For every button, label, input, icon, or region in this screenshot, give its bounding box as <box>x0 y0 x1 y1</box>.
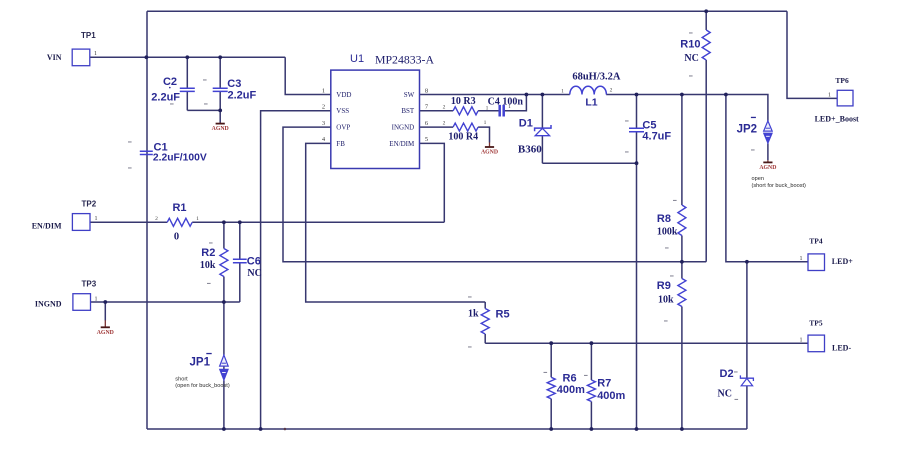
svg-text:INGND: INGND <box>392 124 415 132</box>
svg-text:AGND: AGND <box>759 165 776 171</box>
svg-text:4.7uF: 4.7uF <box>642 131 671 143</box>
svg-text:68uH/3.2A: 68uH/3.2A <box>572 71 621 82</box>
svg-text:BST: BST <box>401 107 415 115</box>
svg-text:JP1: JP1 <box>190 357 211 369</box>
svg-text:TP4: TP4 <box>809 237 823 246</box>
svg-text:LED+: LED+ <box>832 257 853 266</box>
svg-text:AGND: AGND <box>97 330 114 336</box>
svg-text:AGND: AGND <box>212 126 229 132</box>
svg-text:400m: 400m <box>597 390 625 402</box>
svg-text:C1: C1 <box>154 142 168 154</box>
svg-text:LED-: LED- <box>832 343 851 352</box>
svg-text:2.2uF/100V: 2.2uF/100V <box>153 153 207 164</box>
svg-text:LED+_Boost: LED+_Boost <box>815 115 859 124</box>
svg-text:1: 1 <box>561 89 564 95</box>
svg-text:8: 8 <box>425 87 428 94</box>
svg-text:JP2: JP2 <box>737 124 757 136</box>
svg-text:R8: R8 <box>657 213 671 225</box>
svg-text:C4 100n: C4 100n <box>488 97 524 108</box>
svg-text:1: 1 <box>95 296 98 302</box>
svg-text:100 R4: 100 R4 <box>448 131 478 142</box>
svg-text:2: 2 <box>443 105 446 111</box>
svg-text:7: 7 <box>425 104 429 111</box>
svg-text:(open for buck_boost): (open for buck_boost) <box>175 383 230 389</box>
svg-text:3: 3 <box>322 120 325 127</box>
svg-text:NC: NC <box>718 389 732 400</box>
svg-text:VIN: VIN <box>47 53 62 62</box>
svg-text:2: 2 <box>155 216 158 222</box>
svg-text:400m: 400m <box>557 384 585 396</box>
svg-text:C5: C5 <box>642 119 656 131</box>
svg-text:1: 1 <box>800 338 803 344</box>
svg-text:C2: C2 <box>163 76 177 88</box>
svg-text:1: 1 <box>828 93 831 99</box>
svg-text:1: 1 <box>800 256 803 262</box>
svg-text:SW: SW <box>404 91 415 99</box>
svg-text:R9: R9 <box>657 280 671 292</box>
svg-text:OVP: OVP <box>336 124 350 132</box>
svg-text:5: 5 <box>425 136 428 143</box>
svg-text:R5: R5 <box>496 308 510 320</box>
svg-text:FB: FB <box>336 140 345 148</box>
svg-text:4: 4 <box>322 136 326 143</box>
svg-text:2: 2 <box>610 88 613 94</box>
svg-text:6: 6 <box>425 120 429 127</box>
svg-text:R6: R6 <box>563 372 577 384</box>
svg-text:10k: 10k <box>658 295 674 306</box>
svg-text:2: 2 <box>443 121 446 127</box>
svg-text:2.2uF: 2.2uF <box>228 89 257 101</box>
svg-text:1: 1 <box>94 51 97 57</box>
svg-text:C3: C3 <box>227 78 241 90</box>
svg-text:TP1: TP1 <box>81 31 96 40</box>
svg-text:EN/DIM: EN/DIM <box>32 222 62 231</box>
svg-text:open: open <box>752 176 764 182</box>
svg-text:B360: B360 <box>518 144 542 156</box>
svg-text:2.2uF: 2.2uF <box>151 91 180 103</box>
svg-text:short: short <box>175 376 188 382</box>
svg-text:1: 1 <box>508 104 511 110</box>
svg-text:R10: R10 <box>680 39 700 51</box>
svg-text:NC: NC <box>247 268 261 279</box>
svg-text:TP2: TP2 <box>82 200 97 209</box>
svg-text:C6: C6 <box>247 256 261 268</box>
svg-text:VDD: VDD <box>336 91 351 99</box>
svg-text:TP5: TP5 <box>809 319 823 328</box>
svg-text:L1: L1 <box>585 96 597 108</box>
svg-text:TP3: TP3 <box>82 279 97 288</box>
svg-text:1: 1 <box>486 106 489 112</box>
svg-text:U1: U1 <box>350 53 364 65</box>
svg-text:10k: 10k <box>200 260 216 271</box>
svg-text:MP24833-A: MP24833-A <box>375 52 434 66</box>
svg-text:1: 1 <box>322 87 325 94</box>
svg-text:1: 1 <box>95 216 98 222</box>
svg-text:EN/DIM: EN/DIM <box>389 140 415 148</box>
svg-text:R2: R2 <box>201 247 215 259</box>
svg-text:D1: D1 <box>519 118 533 130</box>
svg-text:D2: D2 <box>720 368 734 380</box>
svg-text:1k: 1k <box>468 308 479 319</box>
svg-text:AGND: AGND <box>481 150 498 156</box>
svg-text:0: 0 <box>174 231 179 242</box>
svg-text:INGND: INGND <box>35 299 62 308</box>
svg-text:NC: NC <box>684 53 698 64</box>
svg-text:(short for buck_boost): (short for buck_boost) <box>752 183 807 189</box>
svg-text:100k: 100k <box>657 226 678 237</box>
svg-text:R7: R7 <box>597 377 611 389</box>
svg-text:TP6: TP6 <box>835 76 849 85</box>
svg-text:2: 2 <box>322 104 325 111</box>
svg-text:1: 1 <box>484 120 487 126</box>
svg-text:VSS: VSS <box>336 107 349 115</box>
svg-text:10 R3: 10 R3 <box>451 96 476 107</box>
svg-text:R1: R1 <box>172 202 186 214</box>
svg-text:1: 1 <box>196 216 199 222</box>
